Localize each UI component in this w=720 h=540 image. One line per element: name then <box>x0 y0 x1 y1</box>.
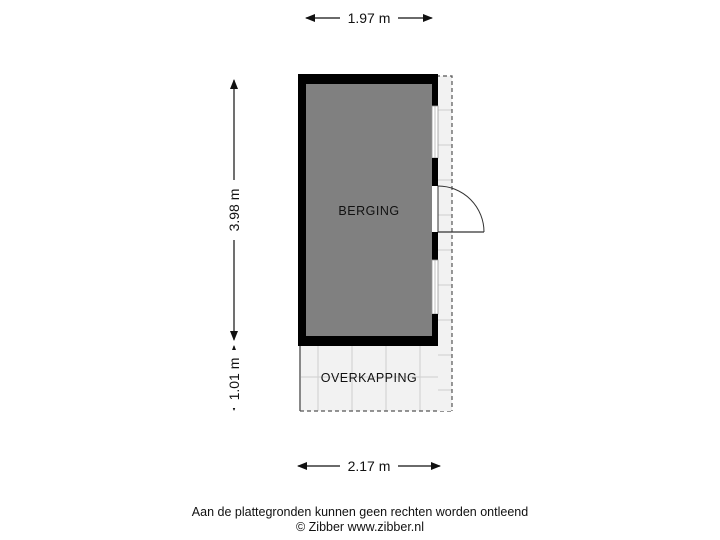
side-overhang <box>436 75 453 411</box>
door-opening <box>432 186 438 232</box>
berging-floor <box>300 76 438 344</box>
tile-grid <box>300 344 438 411</box>
footer-copyright: © Zibber www.zibber.nl <box>295 520 424 534</box>
room-label-overkapping: OVERKAPPING <box>321 371 418 385</box>
berging-wall-right <box>432 314 438 346</box>
overkapping-area <box>299 344 452 412</box>
dimension-overkapping-depth: 1.01 m <box>224 345 244 411</box>
dimension-berging-depth: 3.98 m <box>224 79 244 341</box>
room-label-berging: BERGING <box>338 204 399 218</box>
dimension-bottom-width: 2.17 m <box>297 456 441 476</box>
footer-disclaimer: Aan de plattegronden kunnen geen rechten… <box>191 505 529 519</box>
door-swing <box>437 185 485 233</box>
dimension-label-bottom: 2.17 m <box>348 458 391 474</box>
dimension-label-top: 1.97 m <box>348 10 391 26</box>
dimension-top-width: 1.97 m <box>305 8 433 28</box>
dimension-label-berging: 3.98 m <box>226 189 242 232</box>
berging-room <box>298 74 485 346</box>
berging-wall-right <box>432 232 438 260</box>
overhang-dashed-outline <box>436 75 453 411</box>
berging-wall-right <box>432 158 438 186</box>
side-overhang-floor <box>438 76 452 411</box>
dimension-label-overkapping: 1.01 m <box>226 358 242 401</box>
berging-wall-right <box>432 74 438 106</box>
